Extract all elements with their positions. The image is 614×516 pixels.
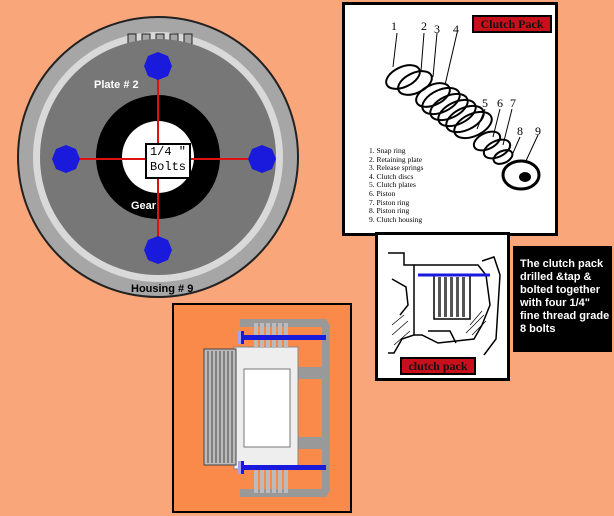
part-number-4: 4 <box>453 22 459 36</box>
gear-teeth <box>203 348 237 466</box>
center-label-line2: Bolts <box>149 160 186 174</box>
section-hatching <box>391 310 487 346</box>
center-label-line1: 1/4 " <box>149 145 186 159</box>
legend-item: 3. Release springs <box>369 163 424 173</box>
clutch-plates-bottom <box>254 469 288 493</box>
legend-item: 4. Clutch discs <box>369 171 414 181</box>
legend-item: 7. Piston ring <box>369 197 410 207</box>
plate-label: Plate # 2 <box>94 79 139 91</box>
bolt-bottom <box>238 461 326 474</box>
cross-section-drawing <box>174 305 350 511</box>
legend-item: 8. Piston ring <box>369 206 410 216</box>
part-number-8: 8 <box>517 124 523 138</box>
legend-item: 1. Snap ring <box>369 146 406 155</box>
section-view-panel: clutch pack <box>375 232 510 381</box>
exploded-view-drawing <box>385 32 541 191</box>
bolt-hole-left <box>52 145 80 173</box>
exploded-view-title: Clutch Pack <box>472 15 552 33</box>
bolt-hole-bottom <box>144 236 172 264</box>
section-view-label: clutch pack <box>400 357 476 375</box>
housing-label: Housing # 9 <box>131 283 194 295</box>
legend-item: 2. Retaining plate <box>369 154 423 164</box>
part-number-5: 5 <box>482 96 488 110</box>
part-number-6: 6 <box>497 96 503 110</box>
bolt-hole-top <box>144 52 172 80</box>
clutch-note-box: The clutch pack drilled &tap & bolted to… <box>513 246 612 352</box>
bolt-top <box>238 331 326 344</box>
exploded-view-panel: Clutch Pack <box>342 2 558 236</box>
section-clutch-plates <box>438 277 465 317</box>
part-number-9: 9 <box>535 124 541 138</box>
part-number-7: 7 <box>510 96 516 110</box>
parts-legend: 1. Snap ring 2. Retaining plate 3. Relea… <box>369 146 424 224</box>
part-number-3: 3 <box>434 22 440 36</box>
cross-section-panel <box>172 303 352 513</box>
bolt-hole-right <box>248 145 276 173</box>
legend-item: 9. Clutch housing <box>369 214 423 224</box>
legend-item: 5. Clutch plates <box>369 180 416 190</box>
clutch-note-text: The clutch pack drilled &tap & bolted to… <box>520 258 610 335</box>
gear-label: Gear <box>131 200 157 212</box>
legend-item: 6. Piston <box>369 188 396 198</box>
part-number-2: 2 <box>421 19 427 33</box>
center-bolt-label-box: 1/4 " Bolts <box>145 143 191 179</box>
section-view-drawing <box>388 252 501 356</box>
clutch-housing-part <box>501 159 541 191</box>
part-number-1: 1 <box>391 19 397 33</box>
